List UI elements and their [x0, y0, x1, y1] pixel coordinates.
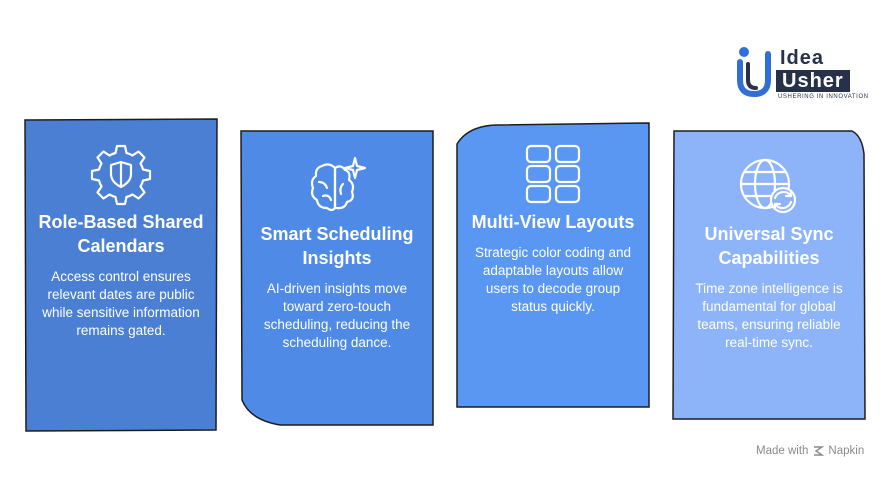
card-multi-view-layouts: Multi-View Layouts Strategic color codin…: [456, 122, 650, 408]
card-title: Smart Scheduling Insights: [260, 224, 414, 268]
logo-mark-icon: [737, 47, 771, 98]
made-with-napkin-footer: Made with Napkin: [756, 445, 864, 457]
card-background: [456, 122, 650, 408]
logo-word-usher: Usher: [776, 70, 850, 92]
napkin-brand-label: Napkin: [828, 445, 865, 457]
globe-sync-icon: [739, 158, 797, 214]
card-smart-scheduling: Smart Scheduling Insights AI-driven insi…: [240, 130, 434, 426]
logo-tagline: USHERING IN INNOVATION: [778, 94, 869, 100]
card-description: Access control ensures relevant dates ar…: [42, 269, 200, 338]
card-description: AI-driven insights move toward zero-touc…: [263, 281, 411, 350]
card-title: Universal Sync Capabilities: [704, 224, 834, 268]
card-title: Role-Based Shared Calendars: [38, 212, 204, 256]
brain-sparkle-icon: [310, 156, 367, 212]
card-description: Time zone intelligence is fundamental fo…: [695, 281, 843, 350]
card-background: [672, 130, 866, 420]
shield-gear-icon: [90, 144, 152, 206]
grid-layout-icon: [525, 144, 581, 204]
card-title: Multi-View Layouts: [471, 212, 635, 232]
card-role-based-calendars: Role-Based Shared Calendars Access contr…: [24, 118, 218, 432]
card-universal-sync: Universal Sync Capabilities Time zone in…: [672, 130, 866, 420]
logo-word-idea: Idea: [780, 47, 825, 69]
card-background: [240, 130, 434, 426]
card-description: Strategic color coding and adaptable lay…: [474, 245, 632, 314]
card-background: [24, 118, 218, 432]
idea-usher-logo: Idea Usher USHERING IN INNOVATION: [736, 44, 868, 104]
made-with-label: Made with: [756, 445, 809, 457]
napkin-logo-icon: [814, 446, 825, 456]
